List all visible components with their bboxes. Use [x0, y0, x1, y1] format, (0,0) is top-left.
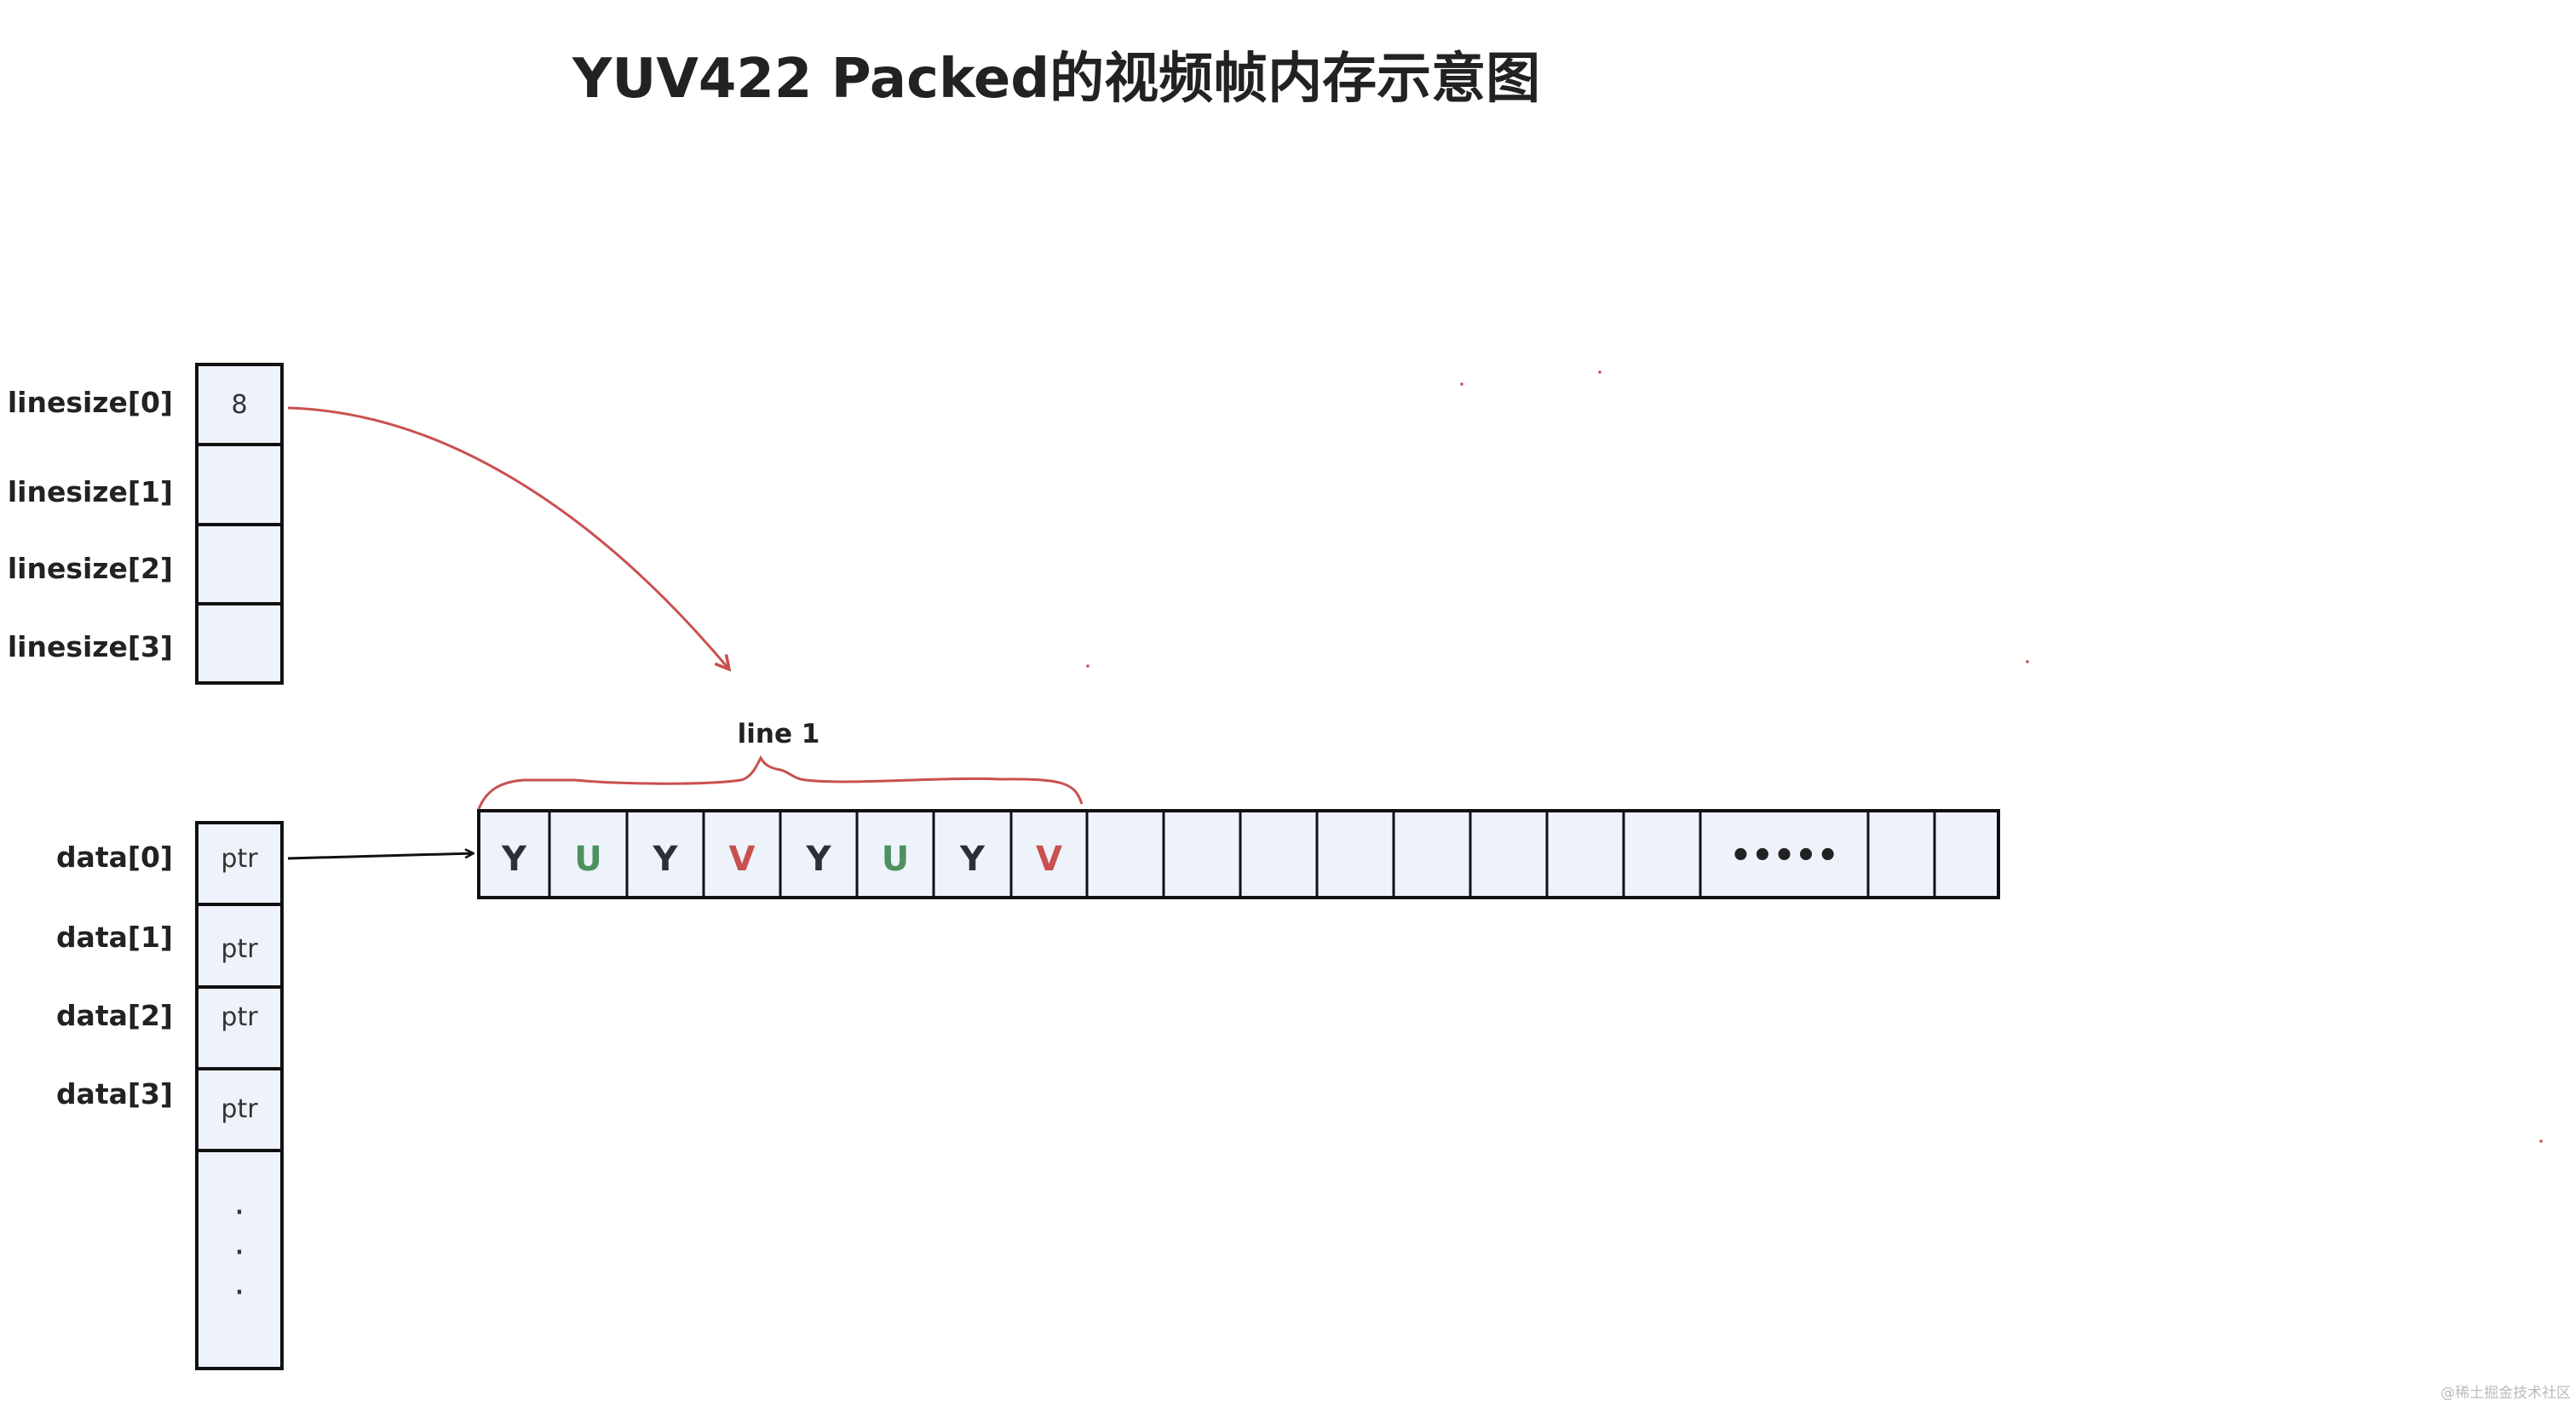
page-title: YUV422 Packed的视频帧内存示意图: [572, 48, 1540, 111]
memory-row-ellipsis: •••••: [1730, 836, 1839, 875]
watermark: @稀土掘金技术社区: [2441, 1385, 2571, 1402]
speck: [1460, 382, 1463, 386]
linesize-label-2: linesize[2]: [8, 552, 173, 585]
data-label-0: data[0]: [56, 841, 173, 874]
linesize-label-3: linesize[3]: [8, 630, 173, 663]
linesize-value-0: 8: [231, 390, 247, 420]
memory-cell-y-sample: Y: [653, 840, 679, 879]
memory-row-frame: [477, 809, 2000, 899]
linesize-label-0: linesize[0]: [8, 386, 173, 419]
data-ellipsis-dot-1: ·: [234, 1233, 245, 1272]
data-value-0: ptr: [221, 844, 258, 874]
speck: [1598, 370, 1601, 374]
memory-cell-y-sample: Y: [806, 840, 832, 879]
data-value-3: ptr: [221, 1094, 258, 1124]
linesize-cell-3: [195, 602, 284, 685]
line1-label: line 1: [738, 719, 820, 749]
data-value-1: ptr: [221, 934, 258, 964]
memory-cell-y-sample: Y: [959, 840, 986, 879]
data-cell-rest: [195, 1149, 284, 1370]
memory-cell-y-sample: Y: [501, 840, 527, 879]
data-cell-2: [195, 985, 284, 1070]
memory-cell-u-sample: U: [882, 840, 909, 879]
speck: [2539, 1139, 2543, 1143]
linesize-label-1: linesize[1]: [8, 475, 173, 508]
data0-pointer-arrow: [287, 853, 474, 860]
speck: [2026, 660, 2029, 663]
speck: [1086, 664, 1090, 668]
data-value-2: ptr: [221, 1002, 258, 1032]
data-ellipsis-dot-0: ·: [234, 1193, 245, 1232]
data-column: ptr ptr ptr ptr · · · data[0] data[1] da…: [56, 821, 284, 1370]
linesize-curve-arrow: [287, 406, 729, 669]
line1-brace: [477, 755, 1084, 810]
frame-memory-row: Y U Y V Y U Y V •••••: [477, 809, 2000, 899]
linesize-column: 8 linesize[0] linesize[1] linesize[2] li…: [8, 363, 284, 685]
data-label-2: data[2]: [56, 999, 173, 1032]
memory-cell-v-sample: V: [729, 840, 756, 879]
linesize-cell-1: [195, 443, 284, 526]
memory-cell-v-sample: V: [1036, 840, 1062, 879]
memory-cell-u-sample: U: [574, 840, 601, 879]
linesize-cell-2: [195, 523, 284, 605]
data-label-1: data[1]: [56, 921, 173, 954]
data-label-3: data[3]: [56, 1077, 173, 1110]
data-ellipsis-dot-2: ·: [234, 1273, 245, 1312]
